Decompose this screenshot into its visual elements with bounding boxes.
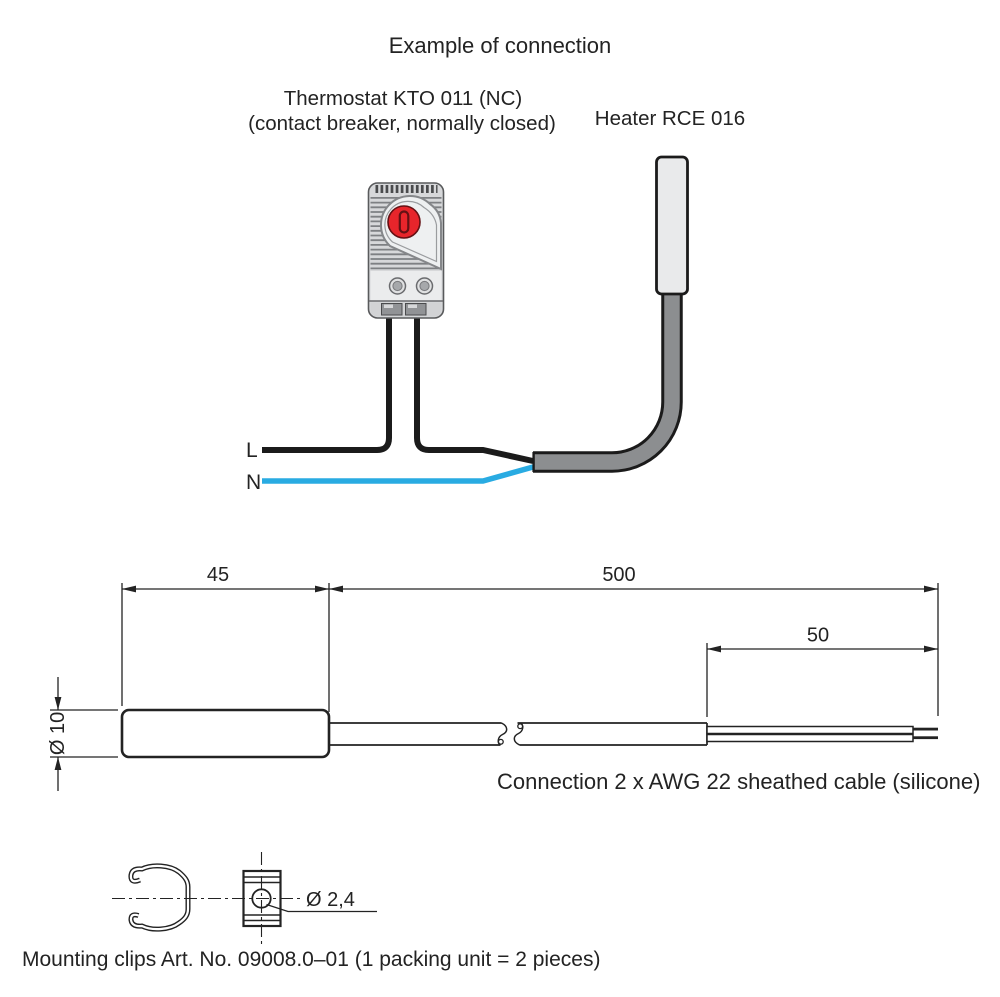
cable-break-right-loop xyxy=(517,723,524,730)
sensor-body xyxy=(120,708,331,759)
stripped-wire-top xyxy=(706,725,914,735)
neutral-wire xyxy=(262,464,534,484)
temperature-dial-slot xyxy=(398,210,410,234)
dim-500-label: 500 xyxy=(602,564,635,586)
mounting-note: Mounting clips Art. No. 09008.0–01 (1 pa… xyxy=(22,948,600,971)
cable-break-left-loop xyxy=(497,738,504,745)
dim-45-label: 45 xyxy=(207,564,229,586)
stripped-wire-bottom xyxy=(706,733,914,743)
switched-wire xyxy=(414,308,534,464)
heater-body xyxy=(655,155,689,296)
dimension-lines xyxy=(122,588,938,650)
temperature-dial xyxy=(387,205,421,239)
mounting-clips-figure: Ø 2,4 Mounting clips Art. No. 09008.0–01… xyxy=(22,852,600,971)
terminal-block-right-tab xyxy=(408,304,417,308)
cable-break-right xyxy=(513,722,524,746)
line-wire xyxy=(262,308,392,453)
neutral-wire-label: N xyxy=(246,471,261,494)
terminal-block-left xyxy=(381,303,403,316)
terminal-block-left-tab xyxy=(384,304,393,308)
dim-50-label: 50 xyxy=(807,625,829,647)
thermostat-figure xyxy=(367,182,445,319)
cable-break-left xyxy=(497,722,508,746)
bare-conductor-bottom xyxy=(913,736,938,740)
thermostat-label-line1: Thermostat KTO 011 (NC) xyxy=(284,87,522,110)
hole-diameter-leader xyxy=(266,903,377,913)
cable-outline xyxy=(329,722,708,746)
thermostat-label-line2: (contact breaker, normally closed) xyxy=(248,112,556,135)
heater-label: Heater RCE 016 xyxy=(595,107,745,130)
heater-cable-outline xyxy=(533,290,683,473)
heater-figure xyxy=(532,155,689,473)
bare-conductor-top xyxy=(913,727,938,731)
page-title: Example of connection xyxy=(389,33,612,58)
thermostat-dial-plate-inner-line xyxy=(384,200,438,263)
dim-diameter-label: Ø 10 xyxy=(47,712,69,755)
dimension-figure: 45 500 50 Ø 10 Connection 2 x AWG 22 she… xyxy=(47,564,980,794)
heater-cable xyxy=(533,290,680,470)
line-wire-label: L xyxy=(246,439,258,462)
mounting-clip-side-view xyxy=(128,863,191,932)
hole-diameter-label: Ø 2,4 xyxy=(306,889,355,911)
terminal-screw-left-head xyxy=(392,280,403,292)
terminal-screw-right-head xyxy=(419,280,430,292)
connection-note: Connection 2 x AWG 22 sheathed cable (si… xyxy=(497,769,980,794)
wiring: L N xyxy=(246,308,534,494)
terminal-block-right xyxy=(405,303,427,316)
